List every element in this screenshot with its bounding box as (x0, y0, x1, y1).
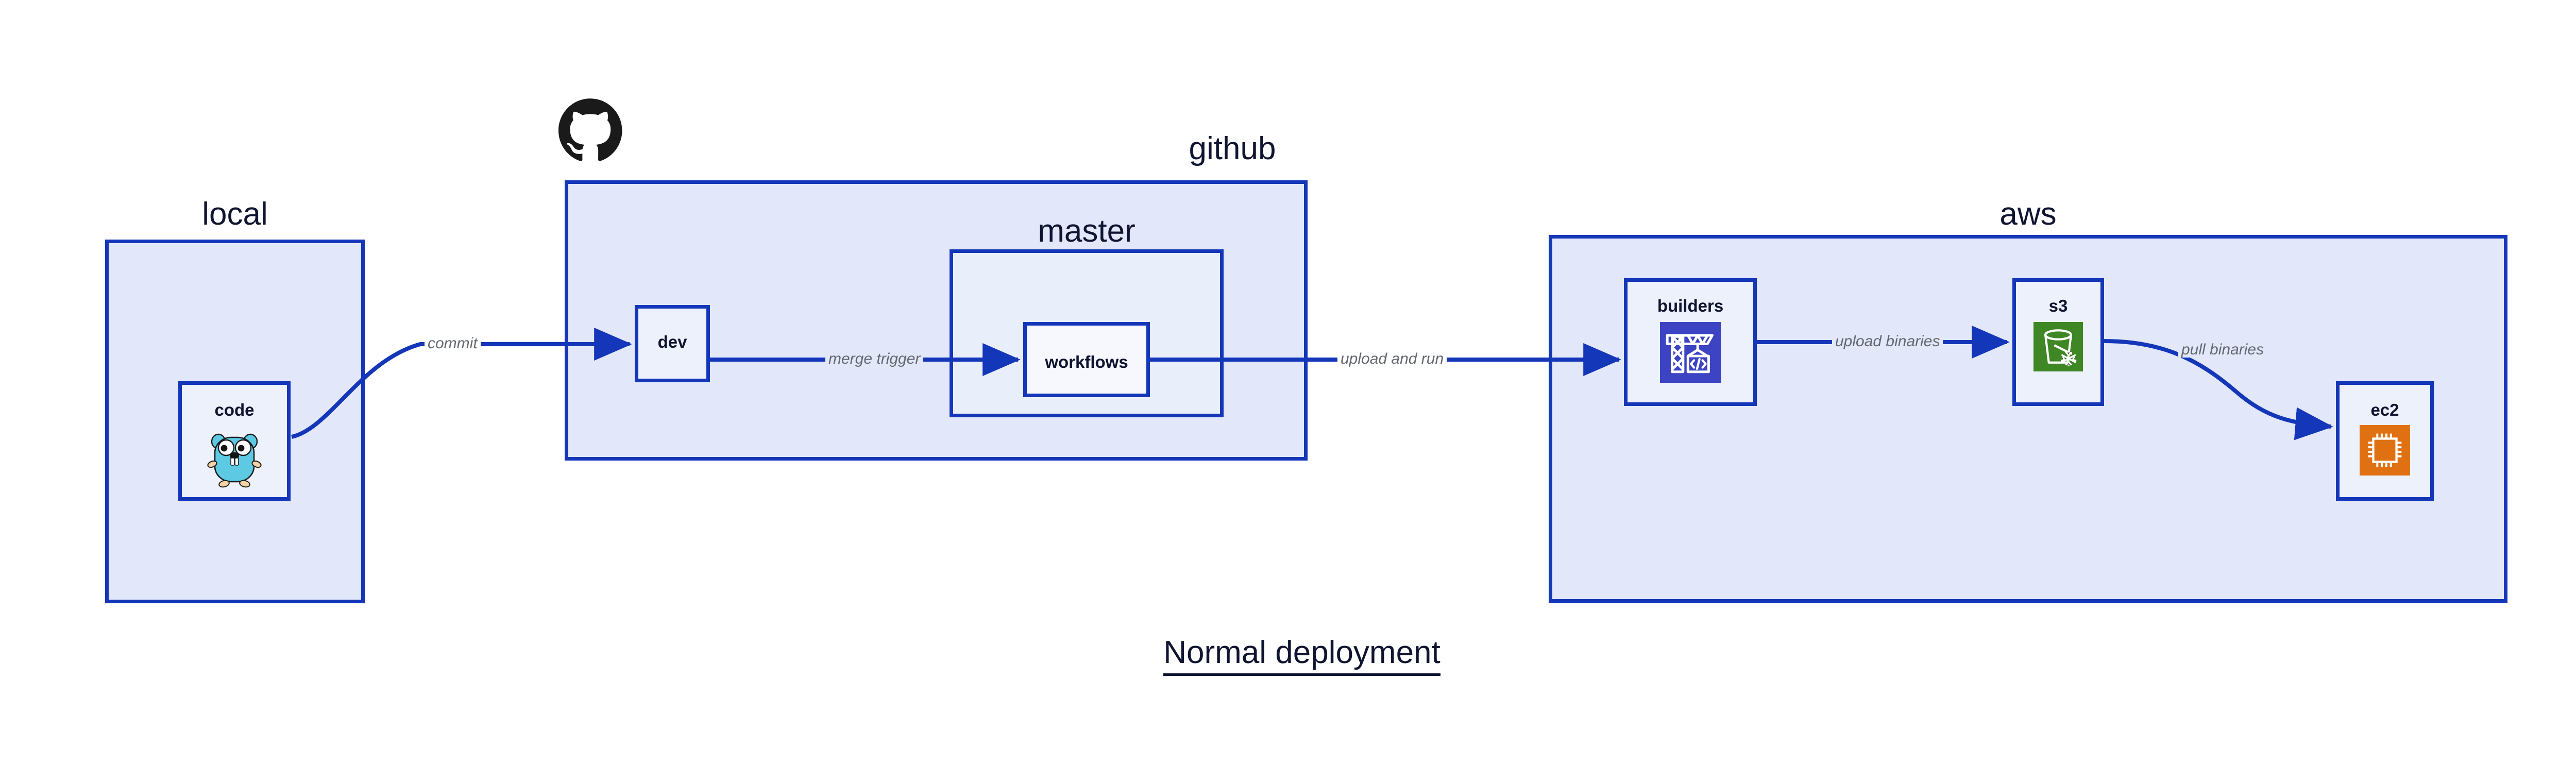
group-master-label: master (1038, 213, 1136, 249)
node-dev[interactable]: dev (635, 305, 710, 382)
node-workflows-label: workflows (1045, 352, 1128, 371)
node-s3-label: s3 (2048, 296, 2068, 315)
diagram-title-text: Normal deployment (1163, 635, 1440, 676)
node-ec2[interactable]: ec2 (2336, 381, 2434, 501)
aws-s3-icon (2033, 322, 2083, 371)
node-dev-label: dev (657, 332, 687, 351)
node-code-label: code (214, 400, 255, 419)
aws-codebuild-icon (1660, 322, 1721, 383)
go-gopher-icon (204, 425, 265, 491)
node-builders-label: builders (1657, 296, 1724, 315)
group-github-label: github (1189, 131, 1276, 166)
aws-ec2-icon (2360, 425, 2410, 476)
edge-upload-binaries-label: upload binaries (1832, 334, 1943, 349)
node-builders[interactable]: builders (1624, 278, 1757, 406)
diagram-title: Normal deployment (0, 635, 2576, 676)
node-code[interactable]: code (178, 381, 291, 501)
group-aws-label: aws (1999, 196, 2057, 232)
edge-merge-trigger-label: merge trigger (825, 351, 924, 367)
group-local-label: local (202, 196, 268, 232)
edge-pull-binaries-label: pull binaries (2178, 342, 2267, 358)
node-s3[interactable]: s3 (2012, 278, 2104, 406)
node-workflows[interactable]: workflows (1023, 322, 1150, 397)
edge-upload-and-run-label: upload and run (1337, 351, 1447, 367)
edge-commit-label: commit (425, 336, 481, 351)
github-octocat-icon (558, 98, 622, 162)
node-ec2-label: ec2 (2370, 400, 2399, 419)
